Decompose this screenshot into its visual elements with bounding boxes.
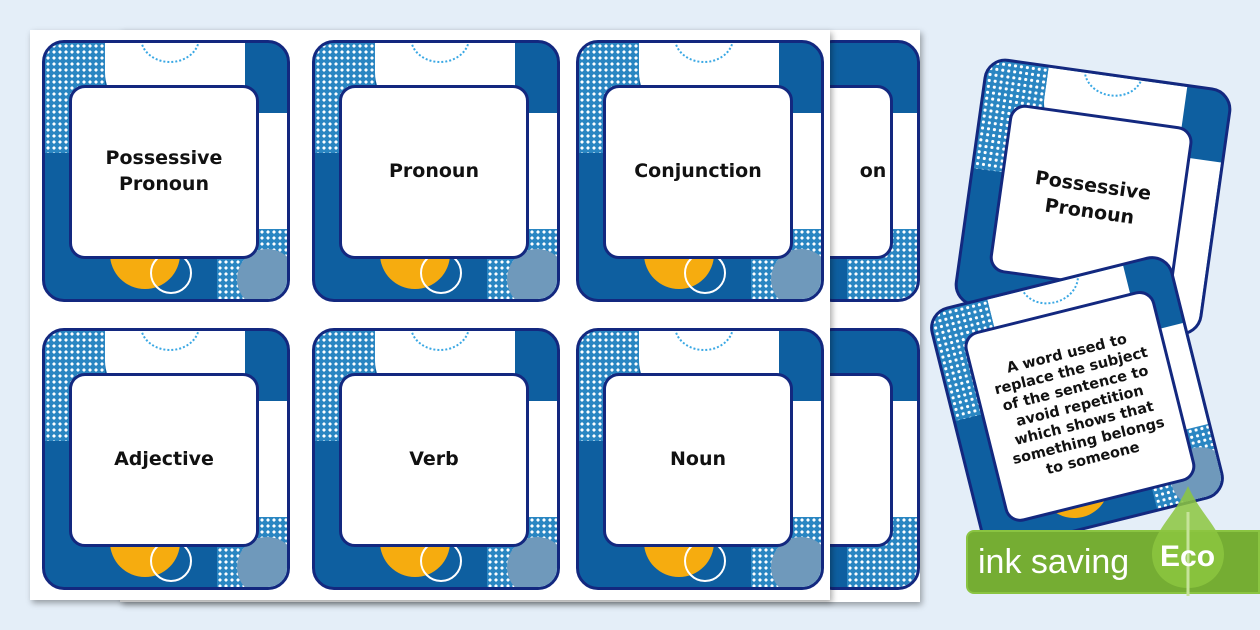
word-card[interactable]: Adjective — [42, 328, 290, 590]
word-card[interactable]: Conjunction — [576, 40, 824, 302]
card-label: Noun — [603, 373, 793, 547]
card-label: Verb — [339, 373, 529, 547]
word-card[interactable]: Pronoun — [312, 40, 560, 302]
partial-card-label: on — [859, 160, 887, 183]
card-label: Pronoun — [339, 85, 529, 259]
front-sheet: Possessive Pronoun Pronoun Conjunction A… — [30, 30, 830, 600]
eco-label: Eco — [1160, 540, 1216, 573]
partial-card: on — [810, 40, 920, 302]
card-label: Possessive Pronoun — [69, 85, 259, 259]
word-card[interactable]: Noun — [576, 328, 824, 590]
word-card[interactable]: Verb — [312, 328, 560, 590]
ink-saving-text: ink saving — [978, 542, 1130, 581]
leaf-icon — [1152, 486, 1224, 596]
card-label: Adjective — [69, 373, 259, 547]
word-card[interactable]: Possessive Pronoun — [42, 40, 290, 302]
card-label: Conjunction — [603, 85, 793, 259]
